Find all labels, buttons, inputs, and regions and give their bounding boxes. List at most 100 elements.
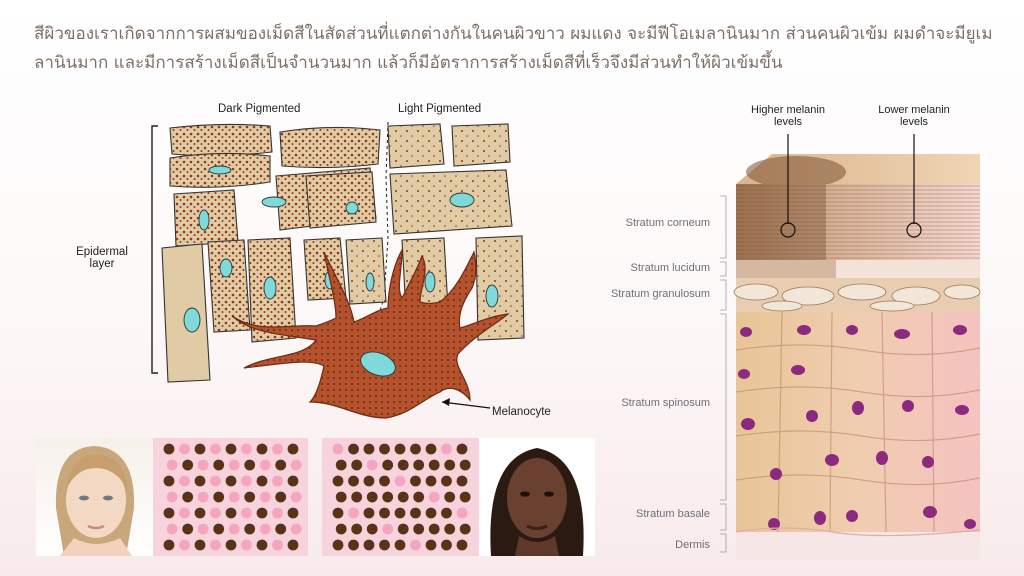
eumelanin-dot [351,459,363,471]
eumelanin-dot [428,459,440,471]
eumelanin-dot [394,443,406,455]
layer-label-spinosum: Stratum spinosum [621,397,710,409]
eumelanin-dot [225,507,237,519]
eumelanin-dot [275,491,287,503]
eumelanin-dot [425,443,437,455]
eumelanin-dot [410,507,421,519]
eumelanin-dot [244,523,256,535]
eumelanin-dot [348,475,359,487]
eumelanin-dot [366,491,378,503]
pheomelanin-dot [179,475,190,487]
pheomelanin-dot [241,443,252,455]
eumelanin-dot [441,475,452,487]
eumelanin-dot [182,491,194,503]
pheomelanin-dot [441,443,452,455]
eumelanin-dot [213,491,225,503]
light-pigmented-label: Light Pigmented [398,103,482,115]
pheomelanin-dot [228,523,240,535]
eumelanin-dot [397,491,409,503]
eumelanin-dot [382,491,394,503]
pheomelanin-dot [272,443,283,455]
pheomelanin-dot [197,523,209,535]
eumelanin-dot [441,507,452,519]
eumelanin-dot [413,459,425,471]
pheomelanin-dot [272,539,283,551]
pheomelanin-dot [179,507,190,519]
pheomelanin-dot [290,491,302,503]
pheomelanin-dot [332,443,344,455]
eumelanin-dot [287,539,299,551]
eumelanin-dot [425,539,437,551]
pheomelanin-dot [382,523,394,535]
eumelanin-dot [363,443,375,455]
pheomelanin-dot [179,443,190,455]
melanocyte-shape [231,247,510,419]
eumelanin-dot [444,459,456,471]
eumelanin-dot [225,443,237,455]
eumelanin-dot [351,491,363,503]
eumelanin-dot [413,491,425,503]
eumelanin-dot [225,475,237,487]
pheomelanin-dot [210,475,221,487]
eumelanin-dot [382,459,394,471]
eumelanin-dot [335,459,347,471]
eumelanin-dot [363,475,375,487]
eumelanin-dot [332,475,344,487]
pheomelanin-dot [259,491,271,503]
eumelanin-dot [456,443,468,455]
pheomelanin-dot [366,459,378,471]
eumelanin-dot [194,443,206,455]
eumelanin-dot [335,491,347,503]
dark-skin-face-photo [479,438,595,556]
eumelanin-dot [459,523,471,535]
skin-layers-illustration [720,134,981,560]
eumelanin-dot [363,507,375,519]
eumelanin-dot [459,459,471,471]
eumelanin-dot [163,507,175,519]
eumelanin-dot [194,475,206,487]
eumelanin-dot [256,539,268,551]
layer-label-granulosum: Stratum granulosum [610,288,710,300]
pheomelanin-dot [241,539,252,551]
eumelanin-dot [444,523,456,535]
eumelanin-dot [244,459,256,471]
layer-label-lucidum: Stratum lucidum [630,262,710,274]
eumelanin-dot [397,459,409,471]
eumelanin-dot [379,539,390,551]
eumelanin-dot [213,523,225,535]
eumelanin-dot [287,507,299,519]
layer-label-corneum: Stratum corneum [625,217,710,229]
eumelanin-dot [394,539,406,551]
pigment-grid-dark [322,438,479,556]
pheomelanin-dot [410,539,421,551]
eumelanin-dot [394,507,406,519]
eumelanin-dot [413,523,425,535]
eumelanin-dot [256,507,268,519]
dark-pigmented-label: Dark Pigmented [218,103,301,115]
pheomelanin-dot [259,523,271,535]
eumelanin-dot [425,475,437,487]
eumelanin-dot [348,539,359,551]
eumelanin-dot [441,539,452,551]
pheomelanin-dot [166,523,178,535]
eumelanin-dot [163,475,175,487]
eumelanin-dot [456,539,468,551]
epidermis-sketch [151,121,525,419]
pheomelanin-dot [428,491,440,503]
eumelanin-dot [379,443,390,455]
eumelanin-dot [225,539,237,551]
eumelanin-dot [287,443,299,455]
eumelanin-dot [213,459,225,471]
layer-label-basale: Stratum basale [636,508,710,520]
eumelanin-dot [351,523,363,535]
eumelanin-dot [163,539,175,551]
eumelanin-dot [194,507,206,519]
eumelanin-dot [348,443,359,455]
pheomelanin-dot [228,459,240,471]
eumelanin-dot [410,443,421,455]
eumelanin-dot [332,539,344,551]
pigment-grid-fair [153,438,308,556]
eumelanin-dot [287,475,299,487]
fair-skin-face-photo [36,438,153,556]
